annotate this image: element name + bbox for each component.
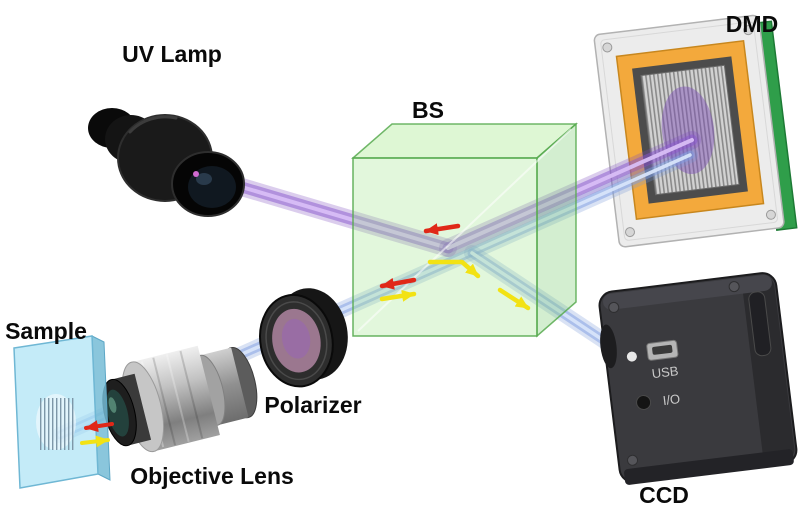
uv-lamp (88, 108, 245, 217)
usb-label: USB (651, 363, 679, 381)
objective-lens (102, 345, 258, 453)
ccd-screw-icon (627, 454, 639, 466)
polarizer-filter (272, 308, 321, 373)
io-port (636, 395, 652, 411)
ccd-camera: USB I/O (598, 272, 798, 485)
ccd-screw-icon (608, 301, 620, 313)
uv-lamp-label: UV Lamp (122, 41, 222, 67)
bs-label: BS (412, 97, 444, 123)
red-arrow (84, 420, 114, 433)
yellow-arrow (379, 289, 417, 302)
dmd-screw-icon (602, 42, 613, 53)
dmd-label: DMD (726, 11, 778, 37)
uv-beam-to-dmd (439, 131, 701, 257)
ccd-vent-slot (748, 291, 772, 357)
sample-pattern (40, 398, 74, 450)
objective-lens-label: Objective Lens (130, 463, 294, 489)
ccd-led (626, 351, 637, 362)
uv-illumination-beam (209, 171, 457, 257)
sample-label: Sample (5, 318, 87, 344)
polarizer (259, 288, 348, 388)
dmd-screw-icon (743, 25, 754, 36)
dmd-screw-icon (624, 227, 635, 238)
dmd-screw-icon (765, 209, 776, 220)
polarizer-label: Polarizer (264, 392, 361, 418)
yellow-arrow (80, 435, 110, 448)
yellow-arrow (497, 287, 531, 311)
red-arrow (423, 223, 461, 236)
ccd-screw-icon (728, 281, 740, 293)
ccd-beam (464, 245, 614, 350)
red-arrow (379, 277, 417, 290)
ccd-lens-mount (600, 324, 617, 369)
io-label: I/O (662, 391, 681, 408)
uv-lamp-glint (193, 171, 199, 177)
dmd-module (593, 14, 798, 248)
yellow-arrow-bent (427, 259, 481, 279)
beam-splitter-cube (350, 122, 579, 338)
ccd-label: CCD (639, 482, 689, 508)
beam-direction-arrows (80, 223, 531, 448)
sample-plate (13, 335, 111, 489)
